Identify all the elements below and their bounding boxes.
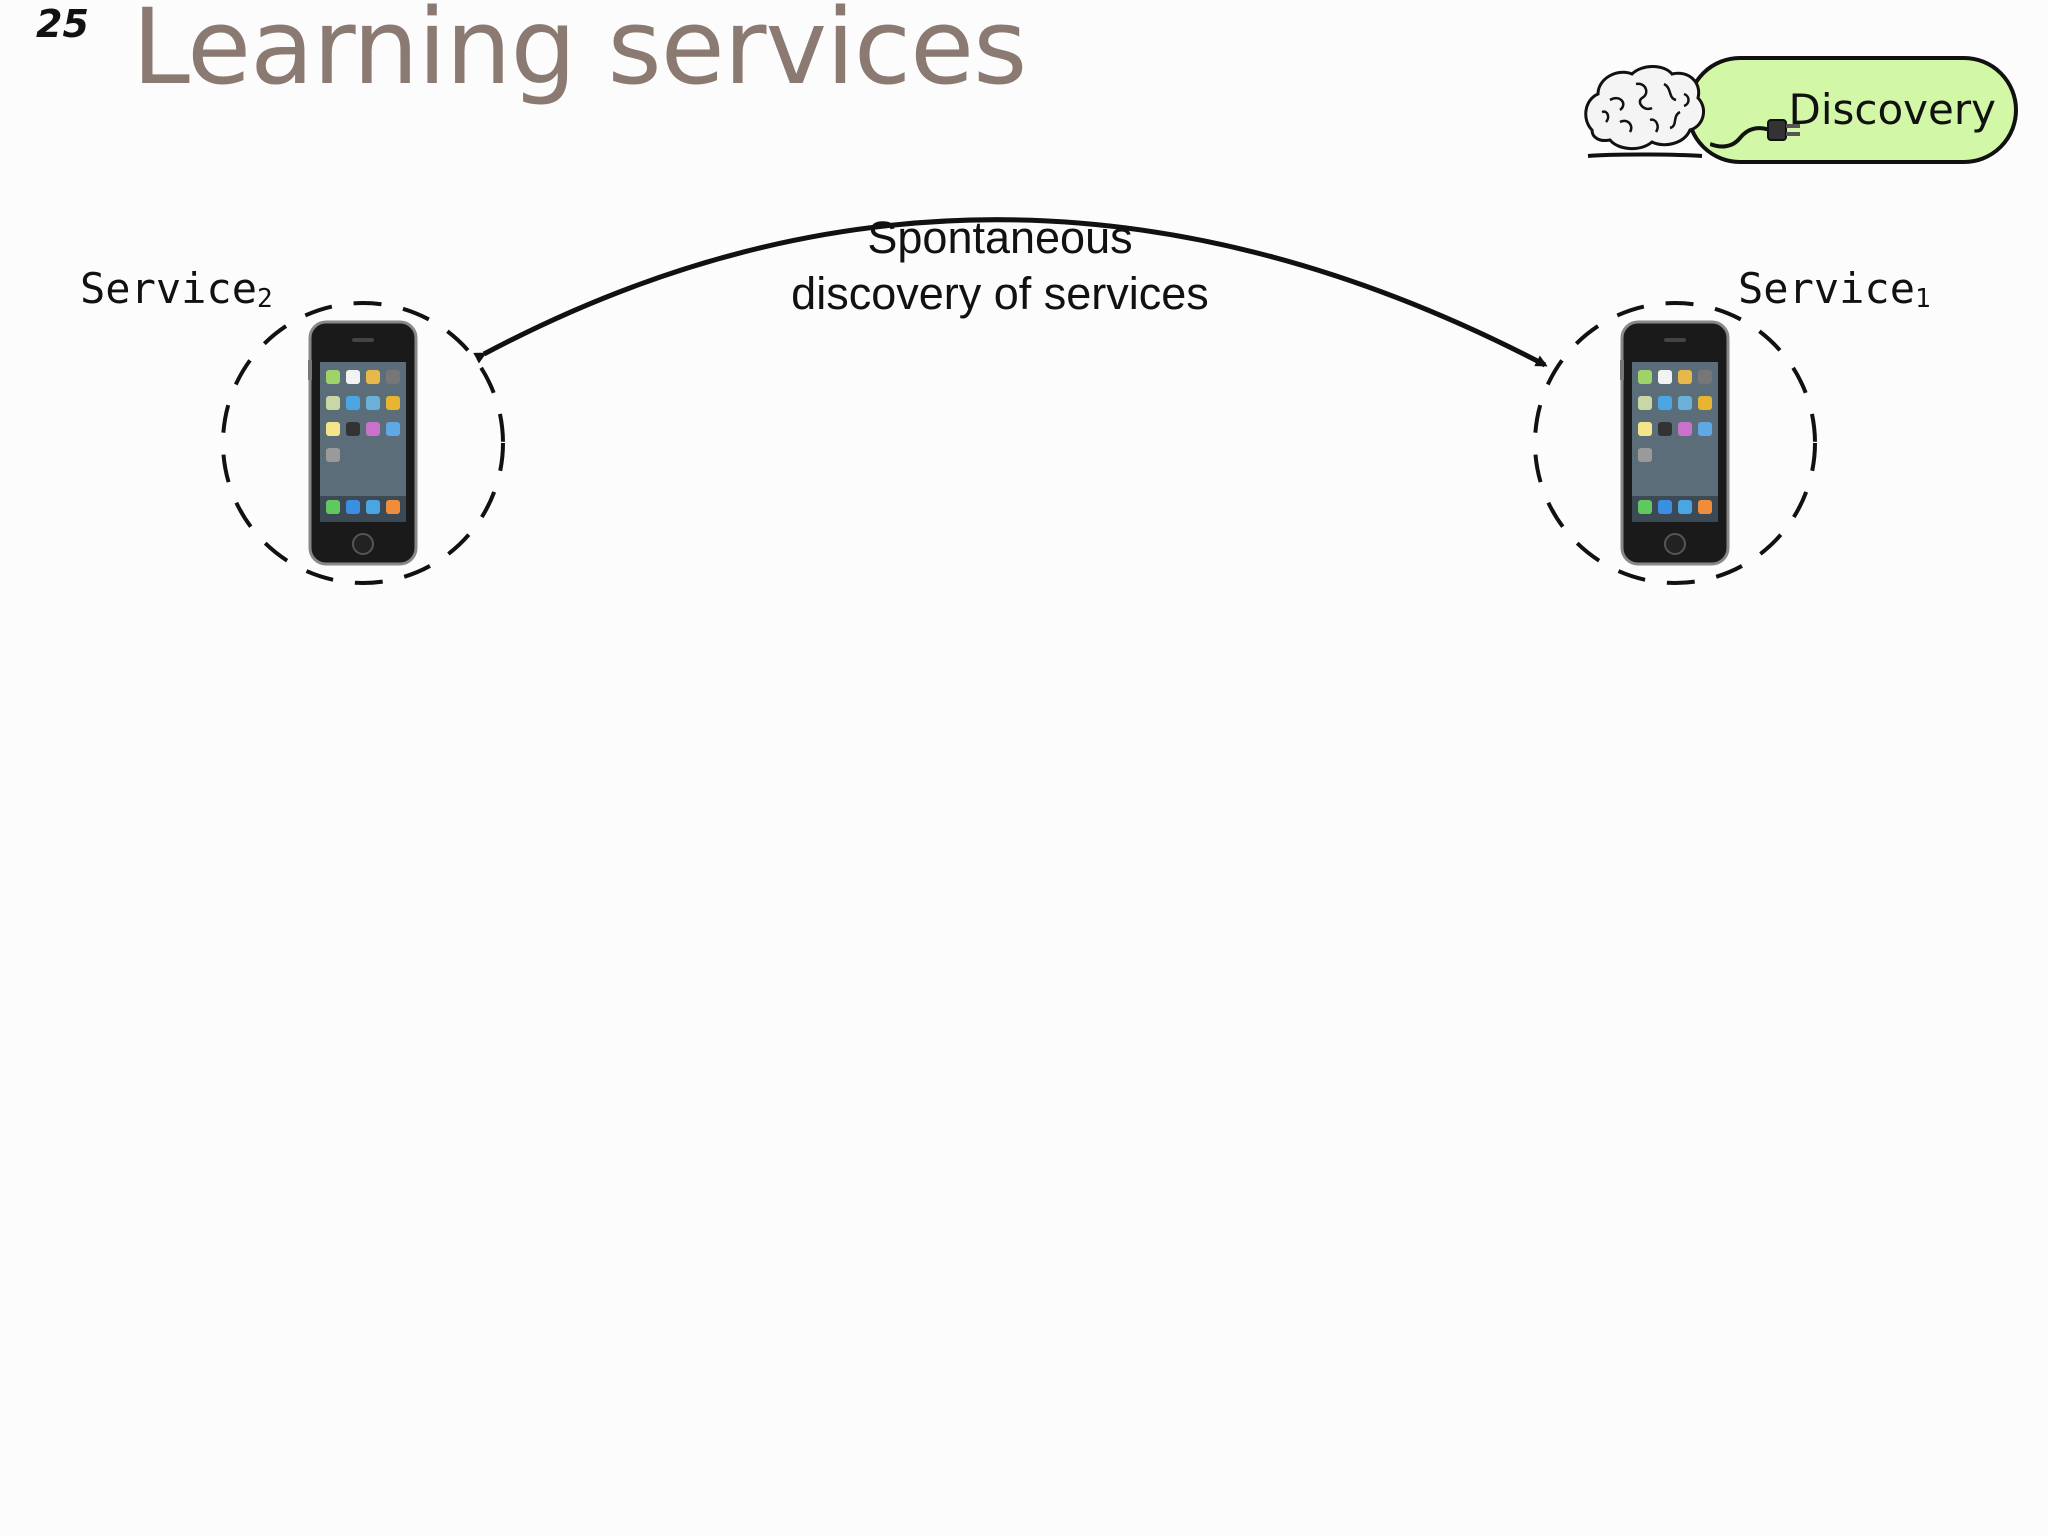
smartphone-icon xyxy=(1620,320,1730,566)
slide-title: Learning services xyxy=(132,0,1027,108)
service-left-name: Service xyxy=(80,264,258,313)
service-right-range xyxy=(1533,301,1817,585)
service-right-subscript: 1 xyxy=(1915,284,1931,314)
service-left-range xyxy=(221,301,505,585)
service-right-name: Service xyxy=(1738,264,1916,313)
slide-number: 25 xyxy=(36,2,89,46)
service-right-label: Service1 xyxy=(1738,264,1931,314)
arc-label-line1: Spontaneous xyxy=(867,212,1133,263)
service-left-subscript: 2 xyxy=(257,284,273,314)
arc-label: Spontaneous discovery of services xyxy=(700,210,1300,322)
discovery-badge: Discovery xyxy=(1580,52,2025,170)
brain-icon xyxy=(1584,65,1706,158)
service-left-label: Service2 xyxy=(80,264,273,314)
discovery-arc xyxy=(473,217,1548,368)
arc-label-line2: discovery of services xyxy=(791,268,1209,319)
smartphone-icon xyxy=(308,320,418,566)
plug-icon xyxy=(1710,119,1800,149)
discovery-label: Discovery xyxy=(1788,85,1997,134)
